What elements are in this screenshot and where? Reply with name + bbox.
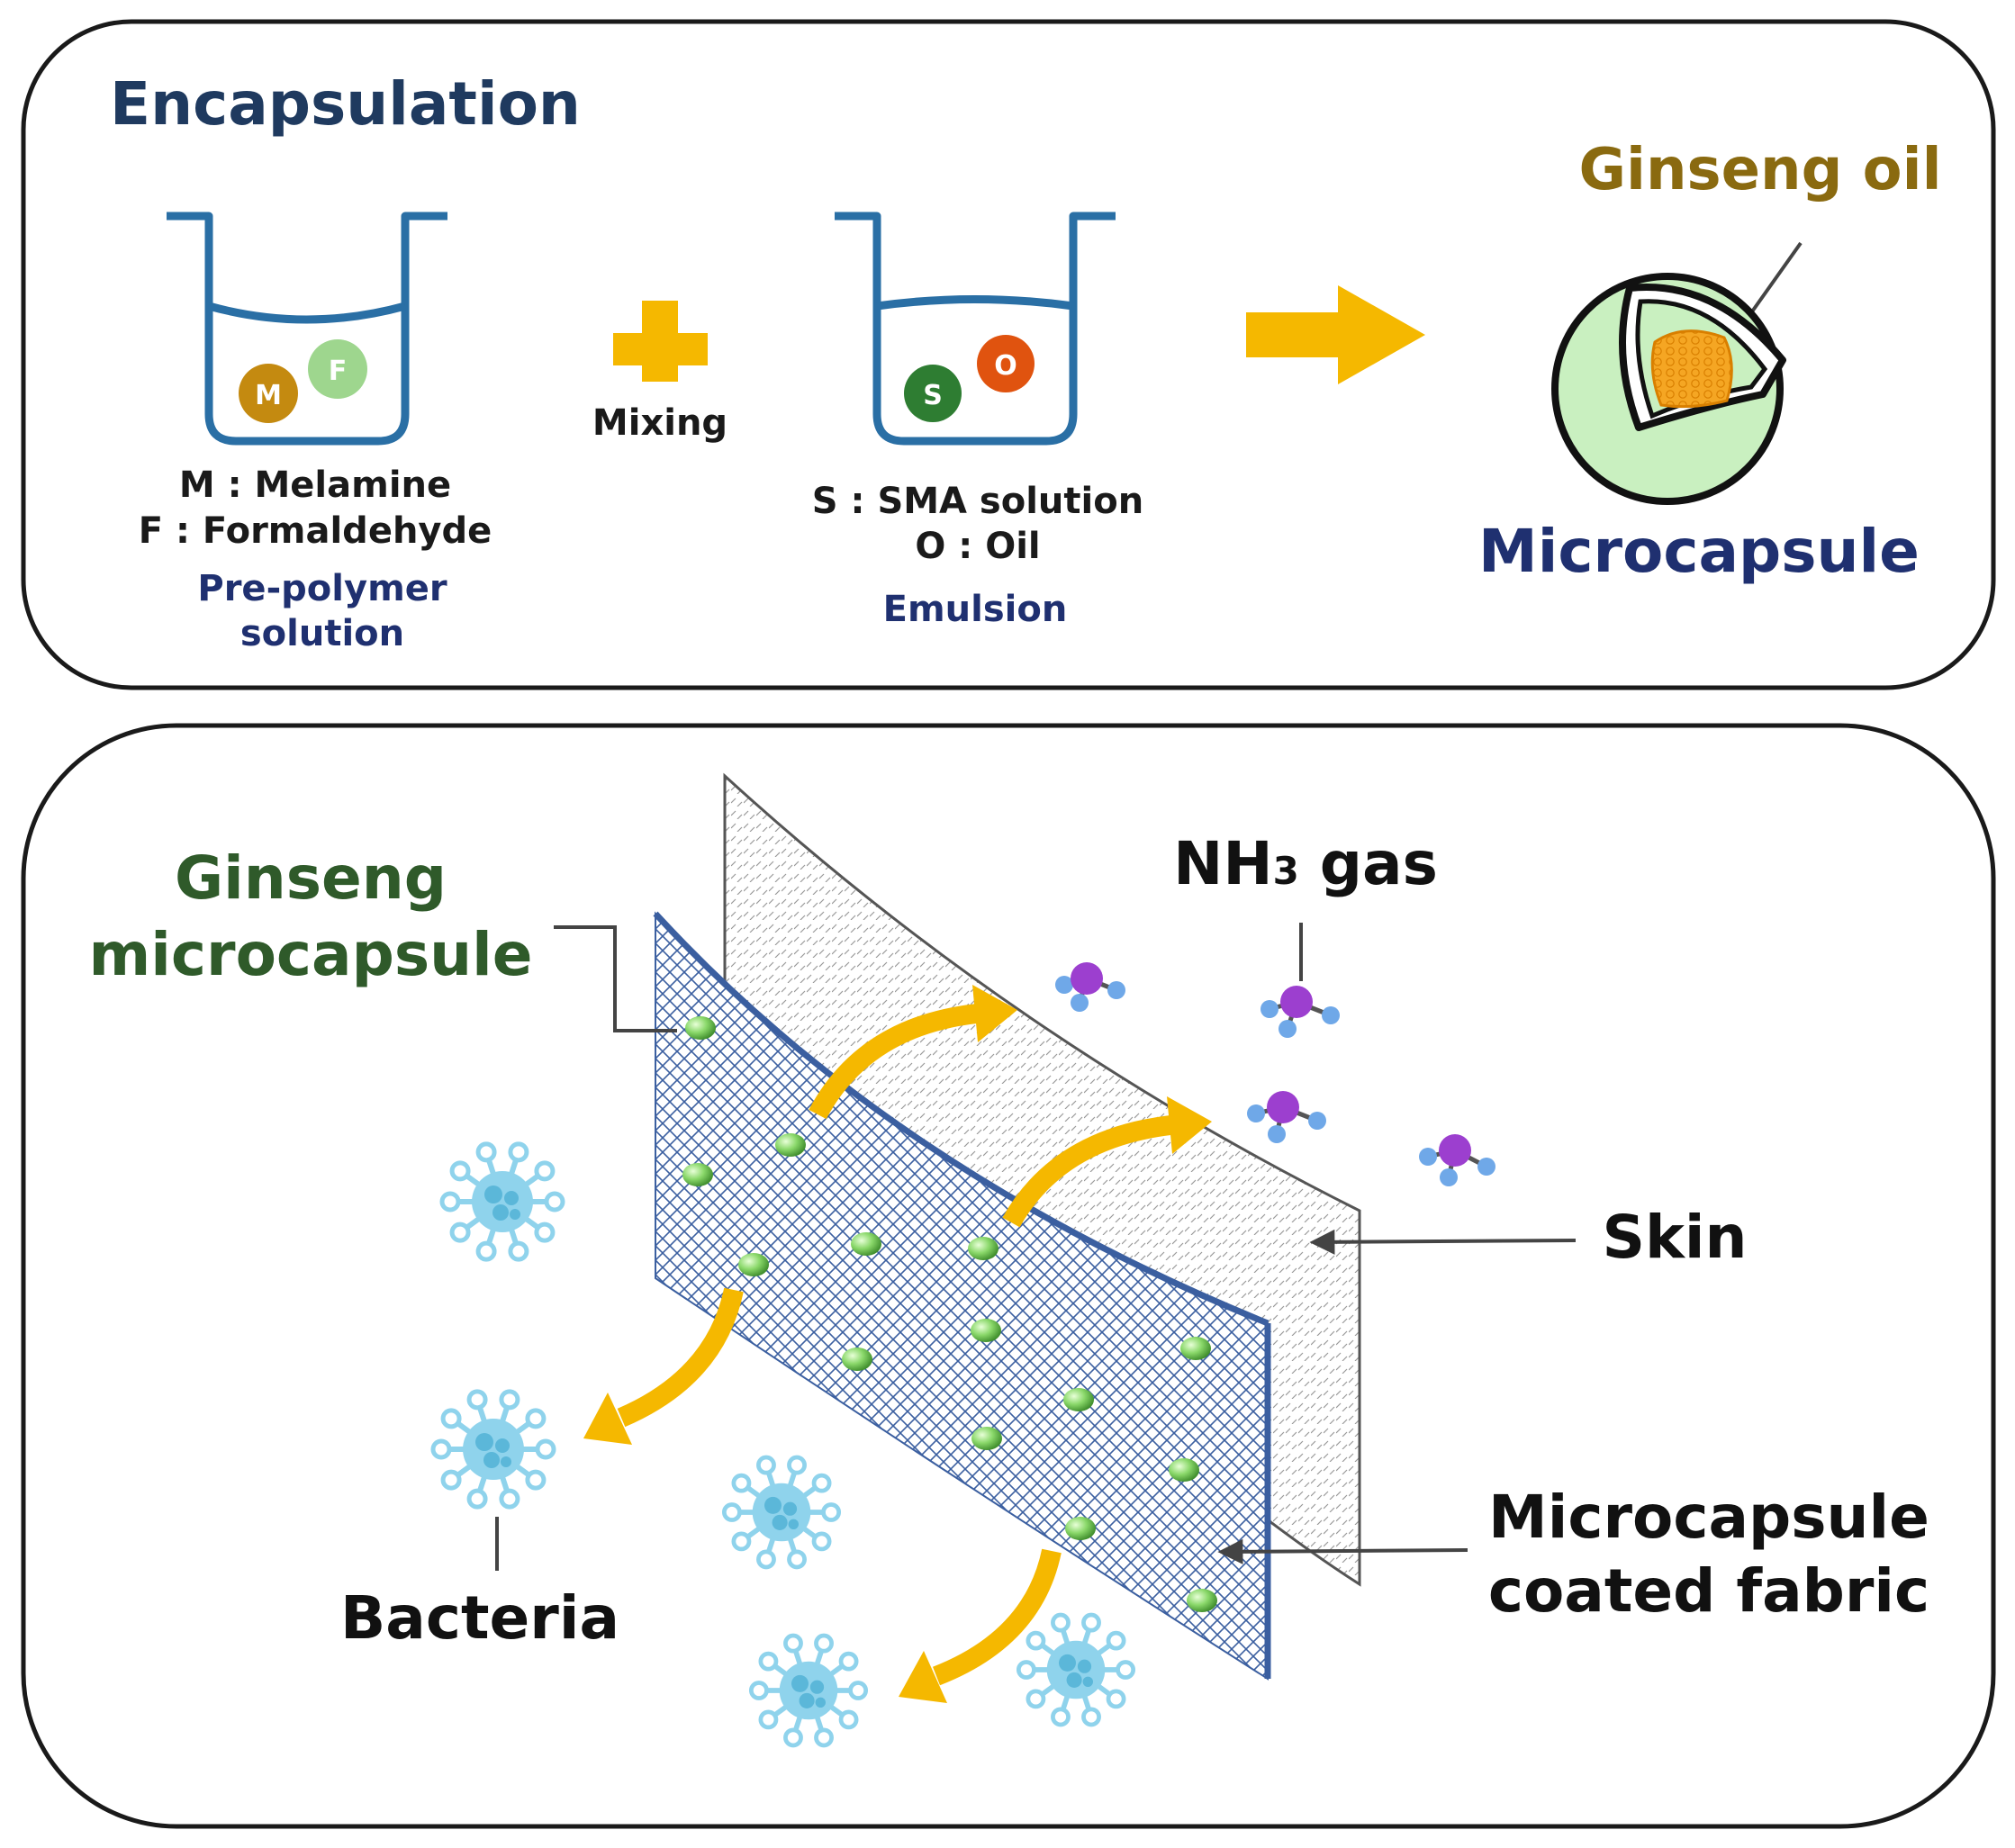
- fabric-microcapsules: [682, 1016, 1217, 1612]
- ginseng-microcapsule-label-line1: Ginseng: [175, 843, 447, 913]
- encapsulation-title: Encapsulation: [110, 69, 581, 139]
- ginseng-oil-label: Ginseng oil: [1578, 137, 1941, 203]
- bacteria-icon: [721, 1455, 842, 1570]
- microcapsule-bead: [1063, 1388, 1094, 1411]
- microcapsule-bead: [682, 1163, 713, 1186]
- microcapsule-label: Microcapsule: [1478, 517, 1920, 586]
- prepolymer-caption-line1: Pre-polymer: [197, 568, 447, 609]
- microcapsule-bead: [1065, 1517, 1096, 1540]
- oil-symbol: O: [994, 350, 1017, 382]
- skin-label: Skin: [1602, 1203, 1747, 1272]
- legend-oil: O : Oil: [915, 526, 1040, 567]
- microcapsule-bead: [775, 1133, 806, 1157]
- release-arrows: [583, 985, 1212, 1703]
- microcapsule-bead: [685, 1016, 716, 1040]
- bacteria-label: Bacteria: [340, 1583, 619, 1653]
- nh3-molecule-icon: [1055, 962, 1125, 1012]
- microcapsule-bead: [968, 1237, 998, 1260]
- release-arrow-icon: [617, 1287, 744, 1428]
- fabric-pointer: [1217, 1538, 1468, 1564]
- bacteria-icon: [430, 1389, 556, 1510]
- microcapsule-bead: [1187, 1589, 1217, 1612]
- oil-bead: [977, 335, 1035, 392]
- microcapsule-bead: [842, 1348, 872, 1371]
- bacteria-icon: [748, 1633, 869, 1748]
- nh3-gas-label: NH3 gas: [1173, 829, 1438, 898]
- microcapsule-icon: [1551, 273, 1786, 505]
- sma-symbol: S: [923, 380, 943, 411]
- skin-pointer: [1309, 1229, 1577, 1255]
- ginseng-microcapsule-pointer: [554, 925, 677, 1032]
- mixing-label: Mixing: [592, 402, 727, 444]
- formaldehyde-symbol: F: [329, 356, 348, 387]
- ginseng-microcapsule-label-line2: microcapsule: [89, 920, 533, 989]
- prepolymer-caption-line2: solution: [240, 613, 404, 654]
- melamine-symbol: M: [255, 380, 282, 411]
- nh3-molecules: [1055, 962, 1495, 1186]
- bacteria-icon: [1016, 1612, 1136, 1727]
- microcapsule-bead: [1180, 1337, 1211, 1360]
- fabric-label-line2: coated fabric: [1488, 1556, 1929, 1626]
- microcapsule-bead: [851, 1232, 881, 1256]
- microcapsule-bead: [738, 1253, 769, 1276]
- legend-melamine: M : Melamine: [179, 464, 451, 506]
- process-arrow-icon: [1246, 285, 1425, 384]
- microcapsule-bead: [1169, 1458, 1199, 1482]
- nh3-molecule-icon: [1247, 1091, 1326, 1143]
- release-arrow-icon: [1002, 1115, 1172, 1228]
- release-arrow-icon: [809, 1004, 979, 1120]
- sma-bead: [904, 365, 962, 422]
- release-arrow-head-icon: [972, 985, 1017, 1042]
- nh3-molecule-icon: [1419, 1134, 1495, 1186]
- plus-icon: [613, 301, 708, 382]
- emulsion-beaker: S O: [835, 212, 1116, 446]
- formaldehyde-bead: [308, 339, 367, 399]
- release-arrow-head-icon: [899, 1651, 947, 1703]
- legend-sma: S : SMA solution: [812, 481, 1143, 522]
- release-arrow-icon: [932, 1548, 1062, 1686]
- nh3-molecule-icon: [1261, 986, 1340, 1038]
- microcapsule-bead: [971, 1319, 1001, 1342]
- fabric-edge-top: [653, 911, 1270, 1327]
- prepolymer-beaker: M F: [167, 212, 447, 446]
- release-arrow-head-icon: [1167, 1096, 1212, 1154]
- legend-formaldehyde: F : Formaldehyde: [139, 510, 492, 552]
- emulsion-caption: Emulsion: [883, 589, 1068, 630]
- bacteria-icon: [439, 1141, 565, 1262]
- release-arrow-head-icon: [583, 1393, 632, 1445]
- microcapsule-bead: [971, 1427, 1002, 1450]
- bacteria-group: [430, 1141, 1136, 1748]
- fabric-label-line1: Microcapsule: [1488, 1483, 1929, 1552]
- melamine-bead: [239, 364, 298, 423]
